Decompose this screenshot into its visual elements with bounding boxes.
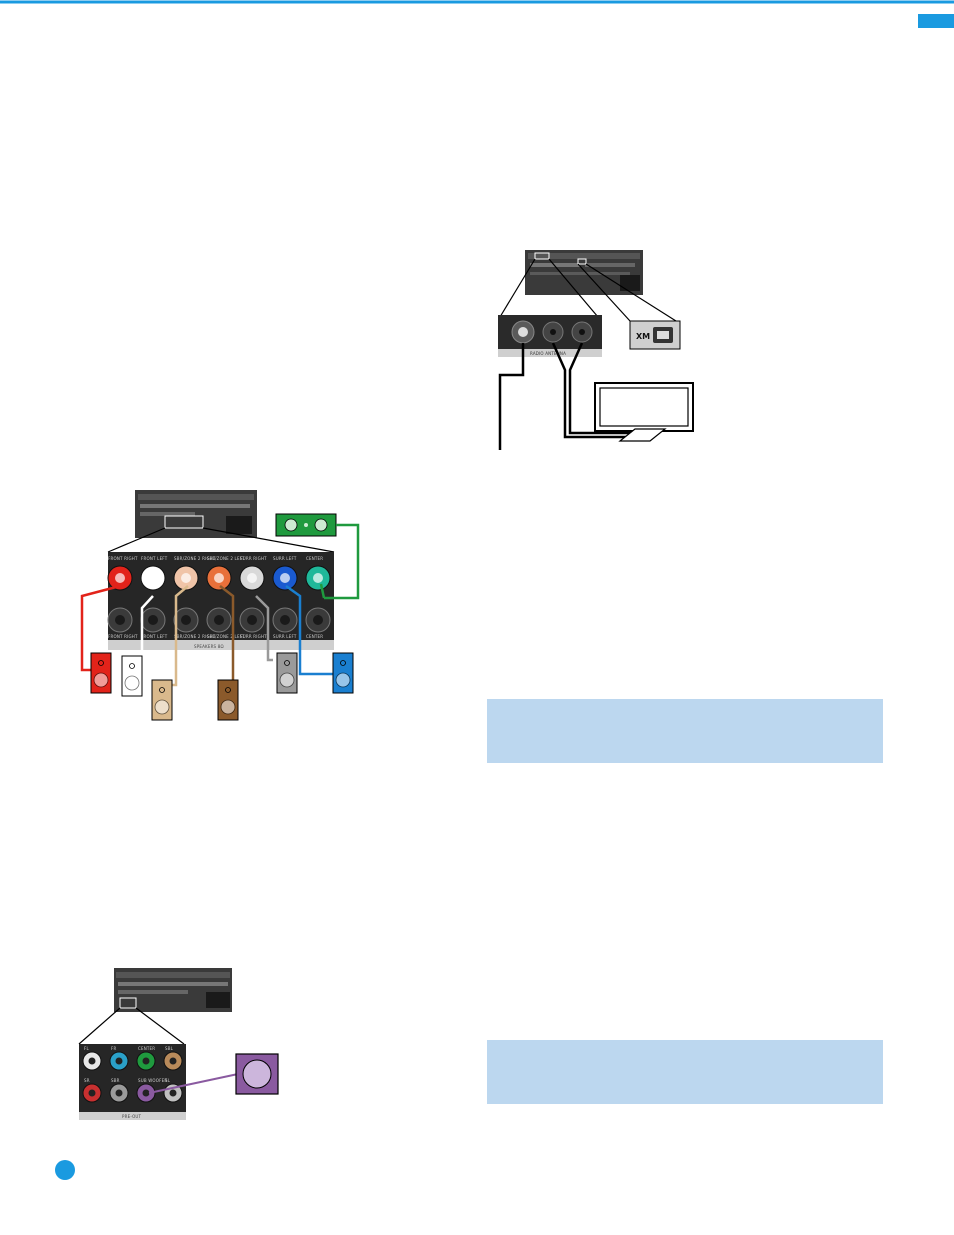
- preout-panel-label: PRE-OUT: [122, 1114, 142, 1119]
- note-box-1: [487, 699, 883, 763]
- note-box-2: [487, 1040, 883, 1104]
- speakers-panel-label: SPEAKERS 8Ω: [194, 644, 224, 649]
- surround-back-right-wire: [172, 585, 189, 687]
- preout-jack: CENTER: [136, 1046, 156, 1071]
- terminal-label: SBL/ZONE 2 LEFT: [207, 556, 245, 561]
- center-speaker: [275, 513, 337, 537]
- terminal-sublabel: FRONT LEFT: [141, 634, 168, 639]
- jack-label: SR: [84, 1078, 90, 1083]
- surround-back-left-speaker: [217, 679, 239, 721]
- surround-back-right-speaker: [151, 679, 173, 721]
- terminal-sublabel: SURR RIGHT: [240, 634, 267, 639]
- terminal-label: FRONT RIGHT: [108, 556, 138, 561]
- subwoofer: [235, 1053, 279, 1095]
- terminal-label: FRONT LEFT: [141, 556, 168, 561]
- front-left-speaker: [121, 655, 143, 697]
- receiver-rear-panel-preout: [114, 968, 232, 1012]
- terminal-sublabel: SURR LEFT: [273, 634, 297, 639]
- surround-left-wire: [285, 584, 333, 676]
- speaker-terminal: SBL/ZONE 2 LEFT SBL/ZONE 2 LEFT: [206, 556, 245, 639]
- speaker-terminal: SBR/ZONE 2 RIGHT SBR/ZONE 2 RIGHT: [173, 556, 216, 639]
- preout-jack: SR: [82, 1078, 102, 1103]
- terminal-label: CENTER: [306, 556, 323, 561]
- terminal-label: SBR/ZONE 2 RIGHT: [174, 556, 216, 561]
- top-accent-rule: [0, 0, 954, 28]
- terminal-sublabel: SBL/ZONE 2 LEFT: [207, 634, 245, 639]
- speaker-terminal: FRONT LEFT FRONT LEFT: [140, 556, 168, 639]
- surround-right-speaker: [276, 652, 298, 694]
- fm-antenna-wire: [498, 343, 525, 450]
- page-marker-dot: [55, 1160, 75, 1180]
- am-loop-wire: [551, 342, 630, 439]
- center-wire: [324, 523, 360, 600]
- preout-jack: SUB WOOFER: [136, 1078, 167, 1103]
- front-right-speaker: [90, 652, 112, 694]
- jack-label: FR: [111, 1046, 117, 1051]
- jack-label: SUB WOOFER: [138, 1078, 167, 1083]
- jack-label: SL: [165, 1078, 171, 1083]
- jack-label: SBL: [165, 1046, 174, 1051]
- receiver-rear-panel-speakers: [135, 490, 257, 538]
- am-loop-antenna: [594, 382, 694, 442]
- preout-jack: SBL: [163, 1046, 183, 1071]
- speaker-row: [90, 652, 354, 721]
- speaker-terminal: SURR RIGHT SURR RIGHT: [239, 556, 267, 639]
- jack-label: SBR: [111, 1078, 120, 1083]
- speaker-terminal: FRONT RIGHT FRONT RIGHT: [107, 556, 138, 639]
- jack-label: CENTER: [138, 1046, 155, 1051]
- preout-jack: SBR: [109, 1078, 129, 1103]
- speaker-terminal: SURR LEFT SURR LEFT: [272, 556, 298, 639]
- antenna-panel-label: RADIO ANTENNA: [530, 351, 566, 356]
- speaker-terminal: CENTER CENTER: [305, 556, 331, 639]
- xm-label: XM: [636, 332, 650, 341]
- radio-antenna-panel: RADIO ANTENNA: [498, 315, 602, 357]
- terminal-sublabel: SBR/ZONE 2 RIGHT: [174, 634, 216, 639]
- front-right-wire: [80, 584, 121, 672]
- surround-left-speaker: [332, 652, 354, 694]
- terminal-label: SURR RIGHT: [240, 556, 267, 561]
- preout-jack: FR: [109, 1046, 129, 1071]
- subwoofer-wire: [148, 1073, 239, 1094]
- terminal-label: SURR LEFT: [273, 556, 297, 561]
- terminal-sublabel: CENTER: [306, 634, 323, 639]
- antenna-connection-diagram: RADIO ANTENNA XM: [498, 250, 694, 450]
- surround-right-wire: [255, 595, 273, 662]
- xm-port: XM: [629, 320, 681, 350]
- preout-jack: FL: [82, 1046, 102, 1071]
- terminal-sublabel: FRONT RIGHT: [108, 634, 138, 639]
- jack-label: FL: [84, 1046, 90, 1051]
